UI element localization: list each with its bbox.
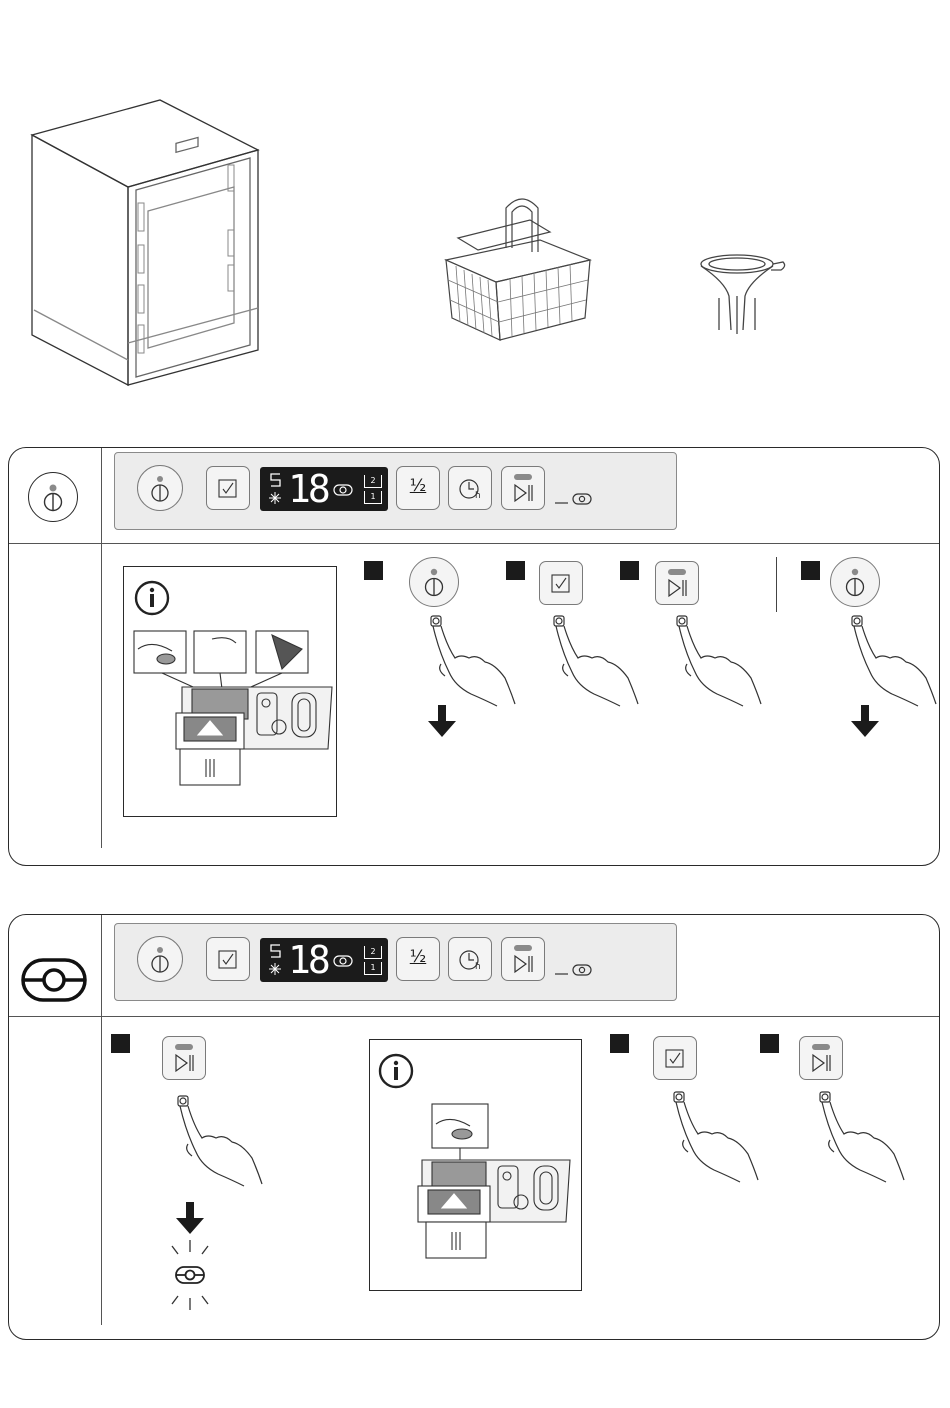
start-pause-button[interactable]	[655, 561, 699, 605]
cutlery-basket-illustration	[440, 190, 600, 350]
finger-press-icon	[670, 1088, 765, 1188]
display-indicator: 2 1	[364, 946, 382, 976]
step-marker	[506, 561, 525, 580]
section2-divider-vertical	[101, 915, 102, 1325]
display-digits: 18	[288, 469, 328, 509]
info-box	[369, 1039, 582, 1291]
rinse-aid-icon	[333, 481, 353, 499]
program-button[interactable]	[206, 466, 250, 510]
finger-press-icon	[673, 612, 768, 712]
power-button[interactable]	[137, 936, 183, 982]
control-panel: 18 2 1 ½ h	[114, 452, 677, 530]
rinse-aid-icon	[20, 957, 88, 1003]
display: 18 2 1	[260, 938, 388, 982]
rinse-aid-status-icon	[553, 491, 595, 507]
program-button[interactable]	[653, 1036, 697, 1080]
control-panel: 18 2 1 ½ h	[114, 923, 677, 1001]
arrow-down-icon	[851, 705, 879, 739]
salt-funnel-illustration	[695, 252, 790, 337]
half-load-label: ½	[397, 947, 439, 967]
detergent-dispenser-illustration	[132, 629, 337, 789]
step-separator	[776, 557, 777, 612]
step-marker	[760, 1034, 779, 1053]
salt-indicator-icon	[266, 471, 286, 509]
delay-button[interactable]: h	[448, 466, 492, 510]
program-button[interactable]	[539, 561, 583, 605]
svg-text:h: h	[475, 962, 481, 972]
indicator-level-1: 1	[364, 491, 382, 504]
indicator-level-2: 2	[364, 475, 382, 488]
start-pause-button[interactable]	[501, 466, 545, 510]
delay-button[interactable]: h	[448, 937, 492, 981]
section1-divider-vertical	[101, 448, 102, 848]
power-icon	[28, 472, 78, 522]
step-marker	[801, 561, 820, 580]
svg-text:h: h	[475, 491, 481, 501]
half-load-button[interactable]: ½	[396, 466, 440, 510]
display-digits: 18	[288, 940, 328, 980]
indicator-level-1: 1	[364, 962, 382, 975]
info-icon	[133, 579, 171, 617]
finger-press-icon	[816, 1088, 911, 1188]
power-button[interactable]	[137, 465, 183, 511]
step-marker	[620, 561, 639, 580]
half-load-label: ½	[397, 476, 439, 496]
info-box	[123, 566, 337, 817]
power-button[interactable]	[409, 557, 459, 607]
rinse-aid-blinking-icon	[164, 1238, 216, 1312]
arrow-down-icon	[428, 705, 456, 739]
program-button[interactable]	[206, 937, 250, 981]
finger-press-icon	[174, 1092, 269, 1192]
finger-press-icon	[848, 612, 943, 712]
half-load-button[interactable]: ½	[396, 937, 440, 981]
info-icon	[377, 1052, 415, 1090]
finger-press-icon	[425, 612, 520, 712]
display-indicator: 2 1	[364, 475, 382, 505]
rinse-aid-status-icon	[553, 962, 595, 978]
power-button[interactable]	[830, 557, 880, 607]
finger-press-icon	[550, 612, 645, 712]
section2-divider-horizontal	[9, 1016, 939, 1017]
dishwasher-illustration	[28, 95, 268, 395]
salt-indicator-icon	[266, 942, 286, 980]
step-marker	[364, 561, 383, 580]
start-pause-button[interactable]	[799, 1036, 843, 1080]
step-marker	[111, 1034, 130, 1053]
section1-divider-horizontal	[9, 543, 939, 544]
arrow-down-icon	[176, 1202, 204, 1236]
rinse-aid-icon	[333, 952, 353, 970]
step-marker	[610, 1034, 629, 1053]
display: 18 2 1	[260, 467, 388, 511]
start-pause-button[interactable]	[501, 937, 545, 981]
indicator-level-2: 2	[364, 946, 382, 959]
rinse-aid-dispenser-illustration	[406, 1102, 576, 1262]
start-pause-button[interactable]	[162, 1036, 206, 1080]
